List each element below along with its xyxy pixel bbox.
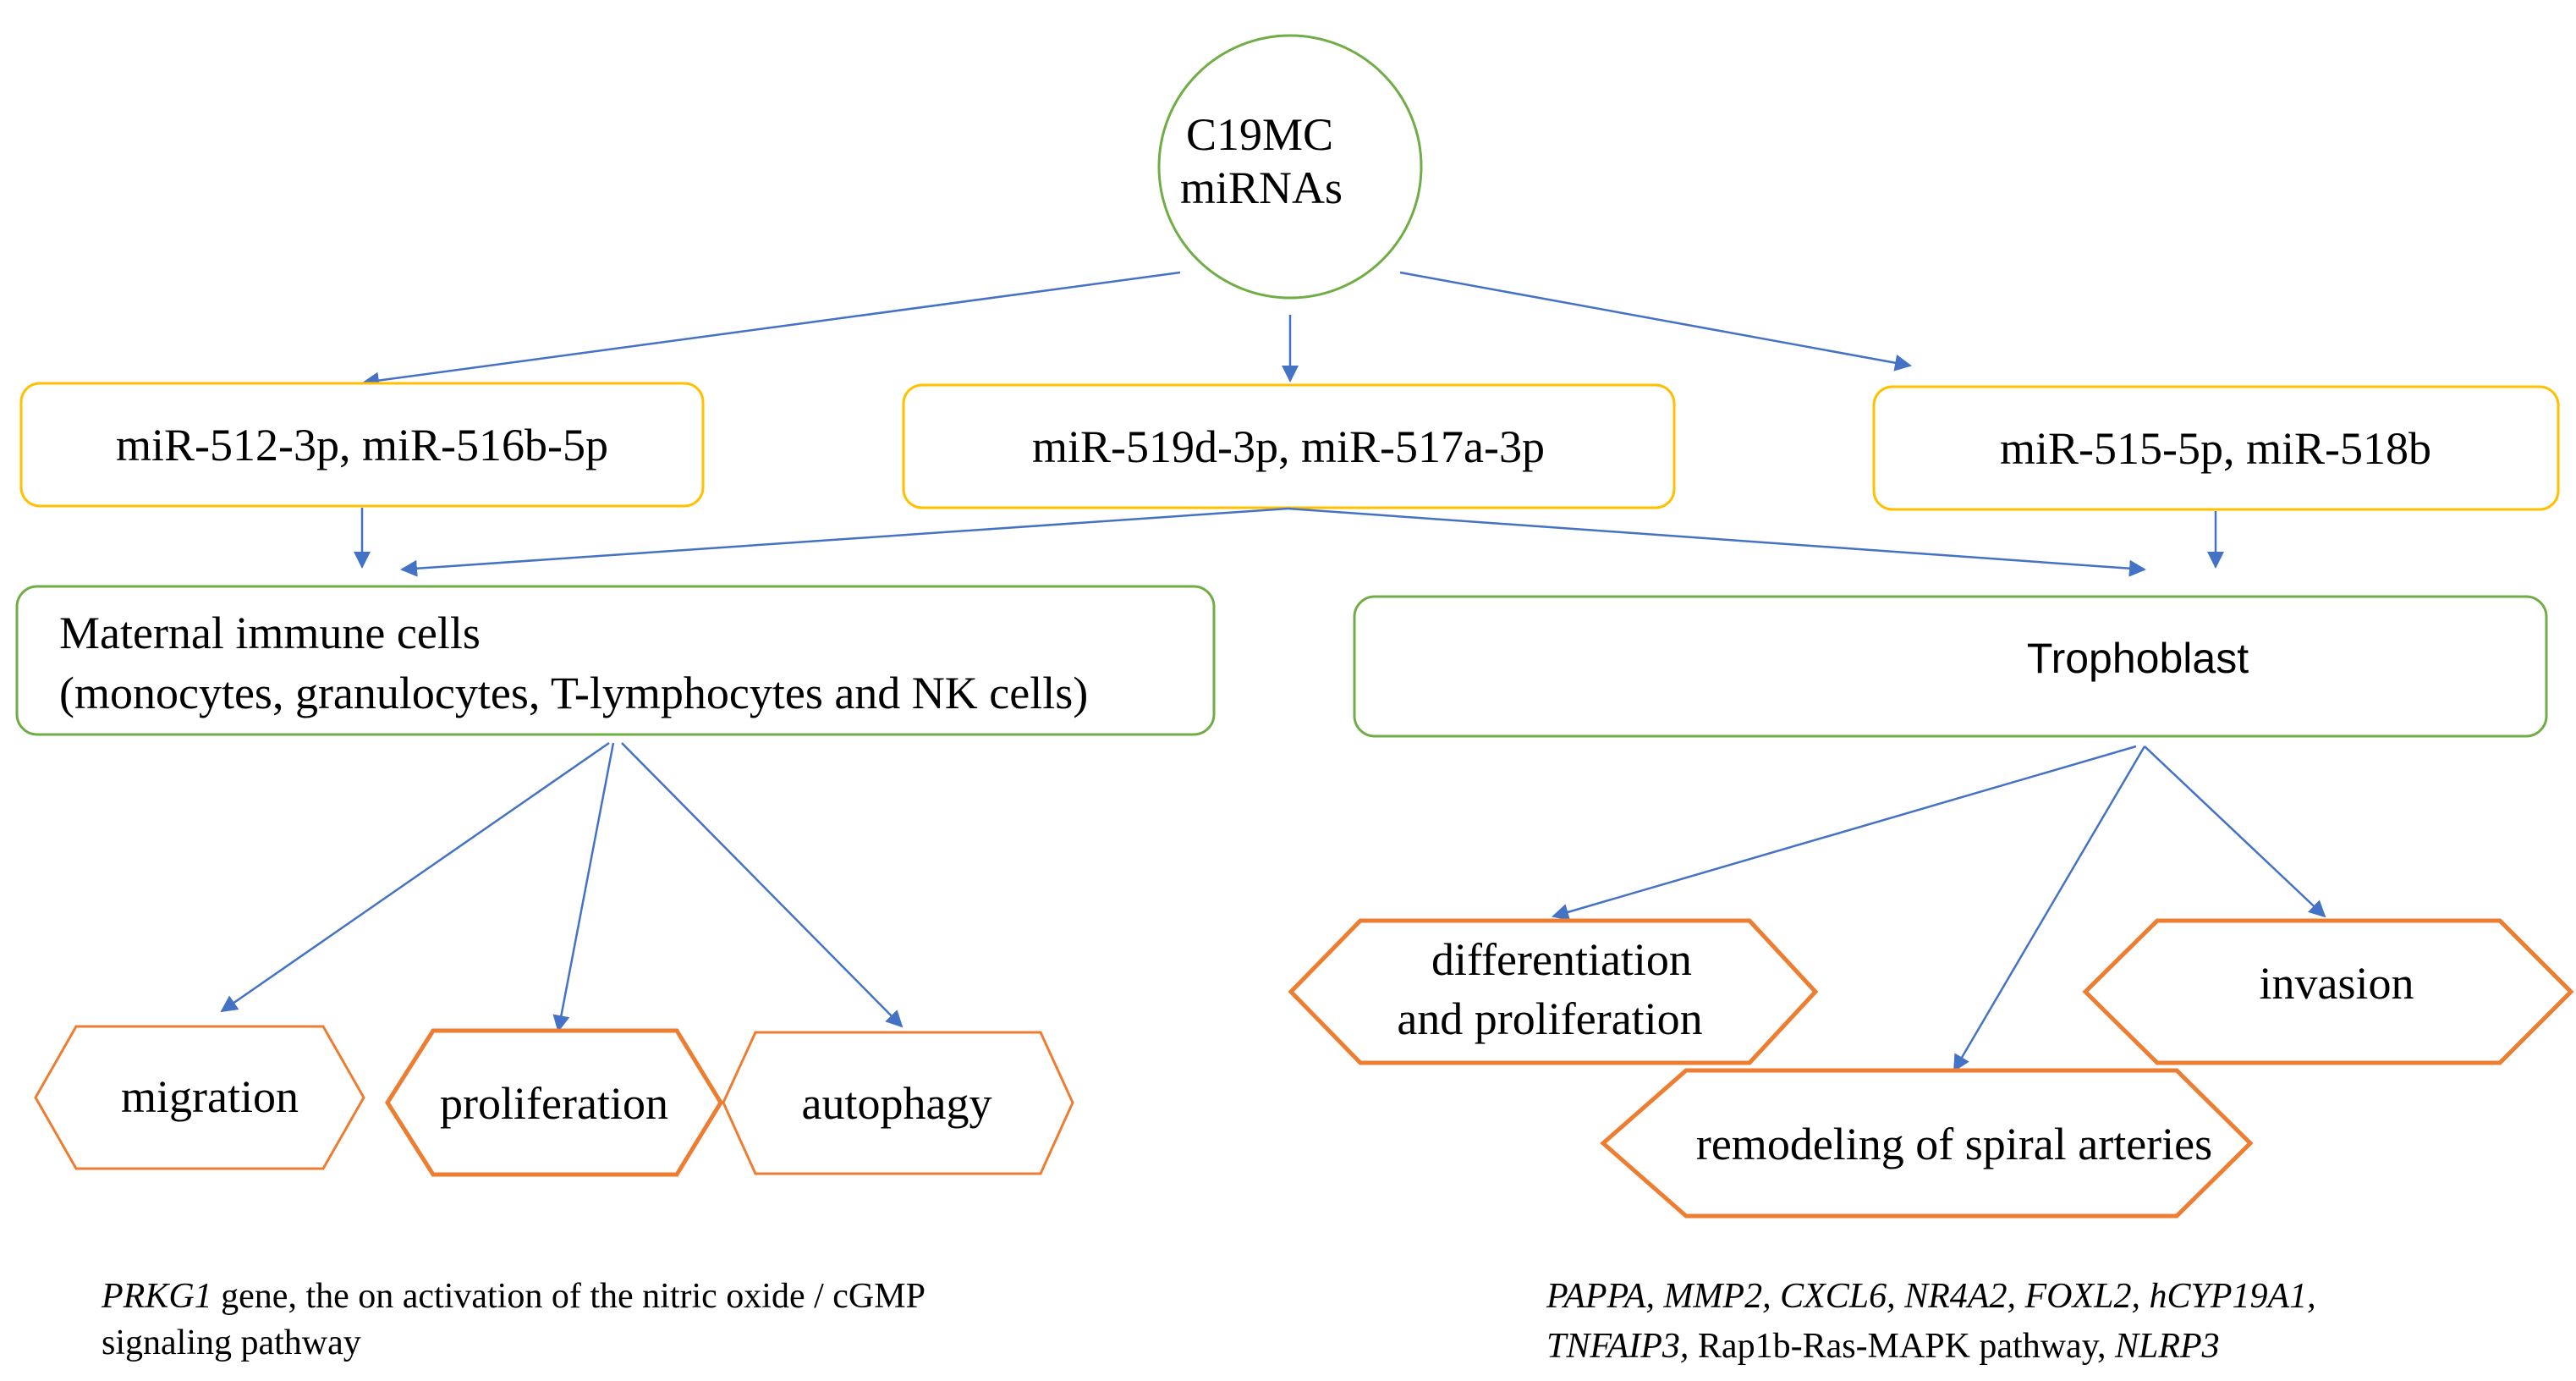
arrow-immune-to-proliferation (552, 742, 615, 1032)
note-right-line1: PAPPA, MMP2, CXCL6, NR4A2, FOXL2, hCYP19… (1546, 1277, 2316, 1316)
note-right-gene-nlrp3: NLRP3 (2114, 1327, 2220, 1366)
mirna-box-right: miR-515-5p, miR-518b (1872, 385, 2560, 511)
mirna-box-left-frame (19, 382, 705, 508)
arrow-trophoblast-to-differentiation (1552, 745, 2137, 921)
root-circle (1157, 34, 1423, 300)
root-label-line1: C19MC (1186, 109, 1333, 160)
mirna-box-center: miR-519d-3p, miR-517a-3p (902, 383, 1676, 509)
effect-autophagy-label: autophagy (802, 1078, 992, 1129)
immune-cells-label-line2: (monocytes, granulocytes, T-lymphocytes … (59, 668, 1088, 718)
effect-remodeling: remodeling of spiral arteries (1600, 1068, 2254, 1219)
note-left-line2: signaling pathway (102, 1323, 361, 1362)
effect-invasion: invasion (2082, 918, 2574, 1065)
mirna-box-left-label: miR-512-3p, miR-516b-5p (116, 420, 608, 470)
note-right-pathway: Rap1b-Ras-MAPK pathway, (1689, 1327, 2115, 1366)
mirna-box-right-label: miR-515-5p, miR-518b (2000, 423, 2431, 474)
mirna-box-right-frame (1872, 385, 2560, 511)
effect-differentiation: differentiation and proliferation (1288, 918, 1819, 1065)
effect-migration-shape (34, 1025, 365, 1170)
immune-cells-box-frame (15, 585, 1216, 736)
effect-proliferation-label: proliferation (440, 1078, 668, 1129)
effect-invasion-label: invasion (2260, 958, 2414, 1009)
effect-differentiation-label-line2: and proliferation (1397, 993, 1702, 1044)
effect-autophagy: autophagy (722, 1031, 1074, 1175)
arrow-immune-to-migration (220, 741, 610, 1013)
note-left-line1: PRKG1 gene, the on activation of the nit… (101, 1277, 925, 1316)
mirna-box-center-label: miR-519d-3p, miR-517a-3p (1032, 421, 1545, 472)
effect-invasion-shape (2082, 918, 2574, 1065)
root-label-line2: miRNAs (1180, 162, 1343, 213)
arrow-trophoblast-to-invasion (2144, 746, 2326, 918)
arrow-root-to-left (362, 271, 1181, 389)
mirna-box-left: miR-512-3p, miR-516b-5p (19, 382, 705, 508)
note-left-text: gene, the on activation of the nitric ox… (212, 1277, 925, 1316)
note-right-line2: TNFAIP3, Rap1b-Ras-MAPK pathway, NLRP3 (1546, 1327, 2220, 1366)
effect-migration: migration (34, 1025, 365, 1170)
root-node: C19MC miRNAs (1157, 34, 1423, 300)
trophoblast-box-frame (1353, 595, 2548, 738)
effect-differentiation-label-line1: differentiation (1431, 934, 1692, 985)
arrow-center-to-immune (400, 507, 1289, 577)
effect-remodeling-shape (1600, 1068, 2254, 1219)
arrow-immune-to-autophagy (621, 742, 904, 1028)
immune-cells-label-line1: Maternal immune cells (59, 608, 481, 658)
effect-proliferation: proliferation (385, 1028, 723, 1177)
arrow-root-to-right (1399, 271, 1912, 371)
arrow-trophoblast-to-remodeling (1953, 746, 2146, 1072)
immune-cells-box: Maternal immune cells (monocytes, granul… (15, 585, 1216, 736)
effect-migration-label: migration (121, 1071, 299, 1122)
trophoblast-box: Trophoblast (1353, 595, 2548, 738)
effect-proliferation-shape (385, 1028, 723, 1177)
effect-autophagy-shape (722, 1031, 1074, 1175)
note-right-gene-tnfaip3: TNFAIP3, (1546, 1327, 1689, 1366)
effect-differentiation-shape (1288, 918, 1819, 1065)
trophoblast-label: Trophoblast (2027, 635, 2249, 682)
arrow-center-to-trophoblast (1288, 507, 2146, 577)
effect-remodeling-label: remodeling of spiral arteries (1696, 1119, 2212, 1169)
note-left-gene: PRKG1 (101, 1277, 212, 1316)
